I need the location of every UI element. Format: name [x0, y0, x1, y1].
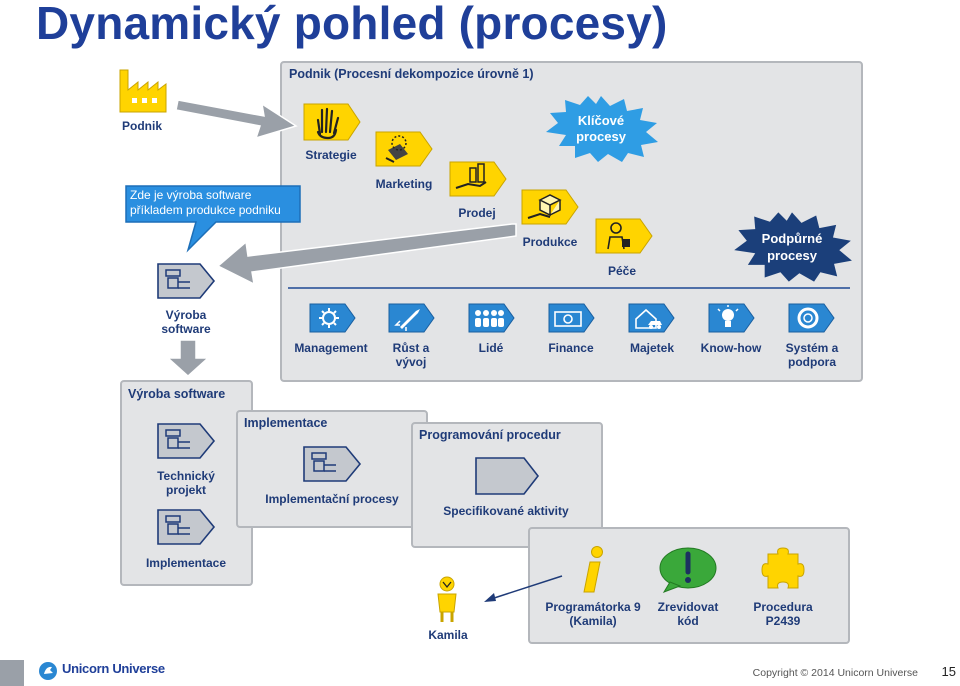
arrow-produkce-to-vyroba	[216, 223, 517, 286]
footer-copyright: Copyright © 2014 Unicorn Universe	[752, 667, 918, 679]
factory-icon	[119, 69, 167, 113]
key-processes-label: Klíčové procesy	[576, 113, 626, 144]
callout-line-2: příkladem produkce podniku	[130, 203, 281, 217]
care-person-icon	[595, 218, 653, 254]
vyroba-software-label: Výroba software	[161, 308, 211, 336]
page-title: Dynamický pohled (procesy)	[36, 0, 668, 49]
programovani-item-label: Specifikované aktivity	[443, 504, 569, 518]
key-step-label: Produkce	[522, 235, 578, 249]
software-production-icon	[157, 423, 216, 459]
people-icon	[468, 303, 515, 333]
panel-divider	[288, 287, 850, 289]
rocket-icon	[388, 303, 435, 333]
support-processes-label: Podpůrné procesy	[761, 231, 823, 263]
software-production-icon	[157, 509, 216, 545]
info-icon	[583, 546, 603, 593]
footer-logo-text: Unicorn Universe	[62, 661, 165, 676]
package-icon	[521, 189, 579, 225]
puzzle-icon	[761, 547, 805, 589]
callout-bubble	[125, 185, 301, 253]
support-processes-star	[734, 212, 852, 282]
key-step-label: Marketing	[375, 177, 433, 191]
vyroba-panel	[120, 380, 253, 586]
support-step-label: Systém a podpora	[785, 341, 839, 369]
main-panel-title: Podnik (Procesní dekompozice úrovně 1)	[289, 67, 534, 81]
podnik-label: Podnik	[121, 119, 162, 133]
bottom-item-label: Zrevidovat kód	[657, 600, 719, 628]
software-production-icon	[157, 263, 216, 299]
megaphone-icon	[375, 131, 433, 167]
person-icon	[437, 576, 457, 622]
support-step-label: Finance	[548, 341, 594, 355]
implementace-panel-title: Implementace	[244, 416, 328, 430]
key-step-label: Prodej	[458, 206, 496, 220]
key-step-label: Péče	[607, 264, 637, 278]
bottom-item-label: Procedura P2439	[753, 600, 813, 628]
implementace-item-label: Implementační procesy	[265, 492, 399, 506]
support-step-label: Majetek	[629, 341, 675, 355]
money-icon	[548, 303, 595, 333]
support-step-label: Růst a vývoj	[392, 341, 430, 369]
sales-hand-icon	[449, 161, 507, 197]
arrow-down	[166, 339, 210, 378]
key-processes-star	[546, 96, 658, 162]
vyroba-item-label: Technický projekt	[157, 469, 215, 497]
support-step-label: Management	[294, 341, 368, 355]
arrow-to-kamila	[484, 575, 563, 602]
key-step-label: Strategie	[305, 148, 357, 162]
unicorn-logo-icon	[39, 662, 57, 680]
lightbulb-icon	[708, 303, 755, 333]
vyroba-panel-title: Výroba software	[128, 387, 226, 401]
vyroba-item-label: Implementace	[145, 556, 227, 570]
page-number: 15	[941, 664, 956, 679]
house-car-icon	[628, 303, 675, 333]
footer-logo-box	[0, 660, 24, 686]
support-step-label: Know-how	[700, 341, 762, 355]
bottom-item-label: Programátorka 9 (Kamila)	[545, 600, 641, 628]
kamila-label: Kamila	[428, 628, 468, 642]
callout-line-1: Zde je výroba software	[130, 188, 252, 202]
lifebuoy-icon	[788, 303, 835, 333]
activity-chevron-icon	[475, 457, 540, 495]
hand-icon	[303, 103, 361, 141]
support-step-label: Lidé	[478, 341, 504, 355]
programovani-panel-title: Programování procedur	[419, 428, 561, 442]
arrow-podnik-to-panel	[175, 99, 298, 140]
gear-icon	[309, 303, 356, 333]
exclamation-bubble-icon	[659, 547, 717, 593]
software-production-icon	[303, 446, 362, 482]
